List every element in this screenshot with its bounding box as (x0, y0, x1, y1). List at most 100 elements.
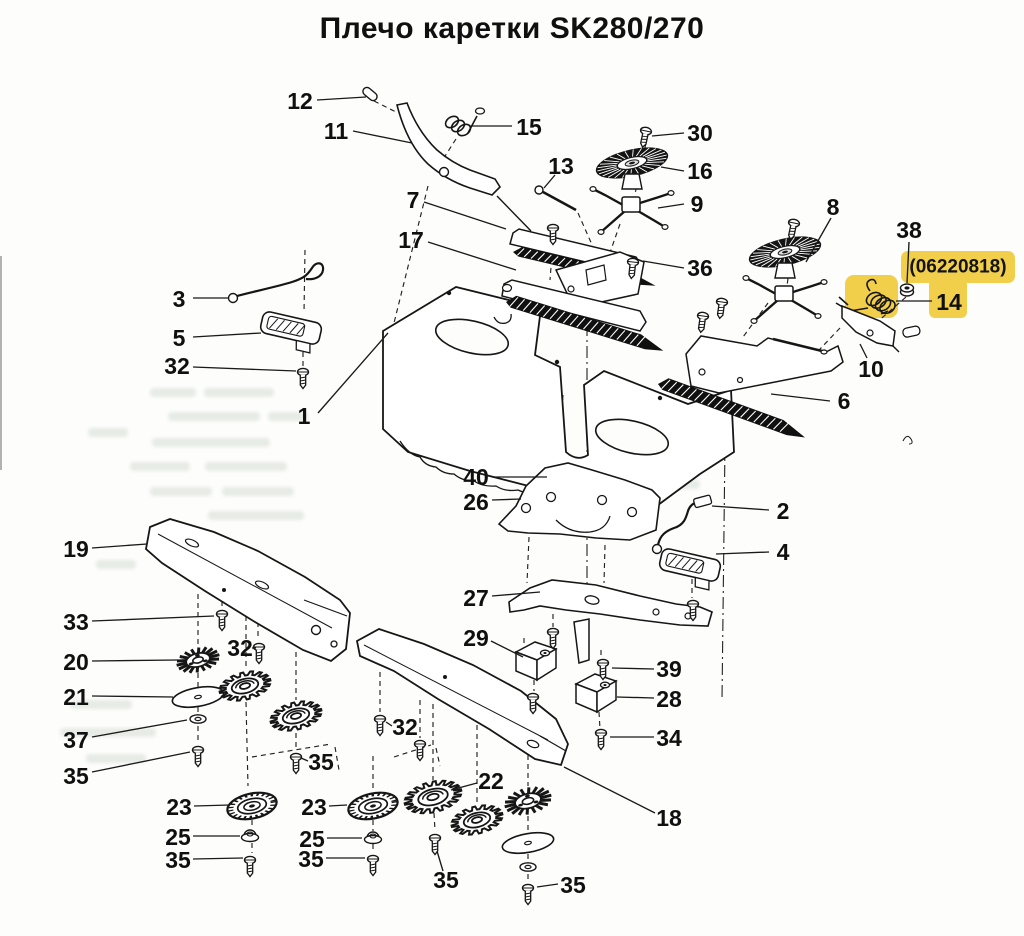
part-38-nut (899, 283, 915, 297)
screw-glyph (626, 257, 640, 280)
part-2-wire-rod (651, 494, 713, 555)
callout-22: 22 (478, 768, 504, 794)
slider-block (658, 548, 722, 591)
callout-8: 8 (827, 194, 840, 220)
callout-32: 32 (392, 714, 418, 740)
needle-strip (506, 295, 664, 351)
plate-oval-hole (434, 318, 510, 356)
screw-glyph (521, 883, 535, 906)
callout-38: 38 (896, 217, 922, 243)
screw-glyph (289, 752, 303, 775)
screw-glyph (546, 223, 560, 246)
callout-28: 28 (656, 686, 682, 712)
ratchet-wheel (346, 789, 400, 824)
screws (191, 223, 729, 906)
callout-3: 3 (173, 286, 186, 312)
screw-glyph (715, 297, 729, 320)
callout-23: 23 (166, 794, 192, 820)
part-15-spring (444, 107, 486, 137)
callout-35: 35 (433, 867, 459, 893)
gear (449, 801, 506, 840)
leader-lines (91, 96, 932, 888)
callout-2: 2 (777, 498, 790, 524)
callout-29: 29 (463, 625, 489, 651)
part-8-dial-assembly (742, 218, 828, 325)
part-13-pin (534, 185, 577, 212)
part-12-pin (362, 86, 378, 102)
callout-16: 16 (687, 158, 713, 184)
slider-block (259, 311, 323, 354)
part-11-lever (396, 102, 532, 232)
screw-glyph (787, 218, 801, 241)
gear (401, 775, 465, 818)
callout-4: 4 (777, 539, 790, 565)
highlight-spring-box (845, 275, 898, 318)
callout-19: 19 (63, 536, 89, 562)
part-17-rail (501, 251, 664, 351)
screw-glyph (696, 311, 710, 334)
part-1-carriage-plate (382, 286, 735, 526)
callout-35: 35 (560, 872, 586, 898)
spoke-wheel (502, 783, 555, 820)
highlight-part-code: (06220818) (909, 257, 1006, 278)
callout-21: 21 (63, 684, 89, 710)
disc (501, 831, 555, 855)
screw-glyph (373, 714, 387, 737)
screw-glyph (526, 692, 540, 715)
plate-oval-hole (594, 418, 670, 456)
gear (268, 697, 325, 736)
spoke-wheel (174, 643, 222, 677)
screw-glyph (596, 658, 610, 681)
callout-1: 1 (298, 403, 311, 429)
callout-11: 11 (324, 118, 349, 144)
callout-25: 25 (299, 826, 325, 852)
callout-17: 17 (398, 227, 424, 253)
callout-35: 35 (63, 763, 89, 789)
highlight-code-box (901, 251, 1015, 283)
gear-train (171, 643, 555, 872)
callout-40: 40 (463, 464, 489, 490)
screw-glyph (413, 739, 427, 762)
screw-glyph (428, 833, 442, 856)
screw-glyph (215, 609, 229, 632)
page-title: Плечо каретки SK280/270 (319, 12, 705, 45)
part-10-bracket (835, 296, 921, 353)
callout-30: 30 (687, 120, 713, 146)
callout-36: 36 (687, 255, 713, 281)
screw-glyph (366, 854, 380, 877)
needle-strip (658, 378, 806, 438)
part-18-arm (355, 628, 569, 767)
gear (217, 667, 274, 706)
callout-26: 26 (463, 489, 489, 515)
callout-23: 23 (301, 794, 327, 820)
callout-20: 20 (63, 649, 89, 675)
callout-18: 18 (656, 805, 682, 831)
callout-6: 6 (838, 388, 851, 414)
tension-dial (595, 147, 669, 179)
callout-34: 34 (656, 725, 682, 751)
callout-5: 5 (173, 325, 186, 351)
screw-glyph (252, 642, 266, 665)
part-4-slider (658, 548, 722, 591)
part-14-spring (849, 278, 896, 315)
screw-glyph (639, 126, 653, 149)
screw-glyph (191, 745, 205, 768)
part-28-block (574, 673, 618, 714)
callout-35: 35 (298, 846, 324, 872)
callout-15: 15 (516, 114, 542, 140)
callout-9: 9 (691, 191, 704, 217)
callout-37: 37 (63, 727, 89, 753)
callout-14: 14 (936, 289, 962, 315)
tension-dial (748, 236, 822, 268)
stray-mark (902, 435, 913, 445)
callout-33: 33 (63, 609, 89, 635)
highlight-item-tab (929, 279, 967, 318)
screw-glyph (546, 627, 560, 650)
screw-glyph (296, 367, 310, 390)
screw-glyph (243, 855, 257, 878)
ratchet-wheel (225, 789, 279, 824)
disc (171, 685, 225, 709)
